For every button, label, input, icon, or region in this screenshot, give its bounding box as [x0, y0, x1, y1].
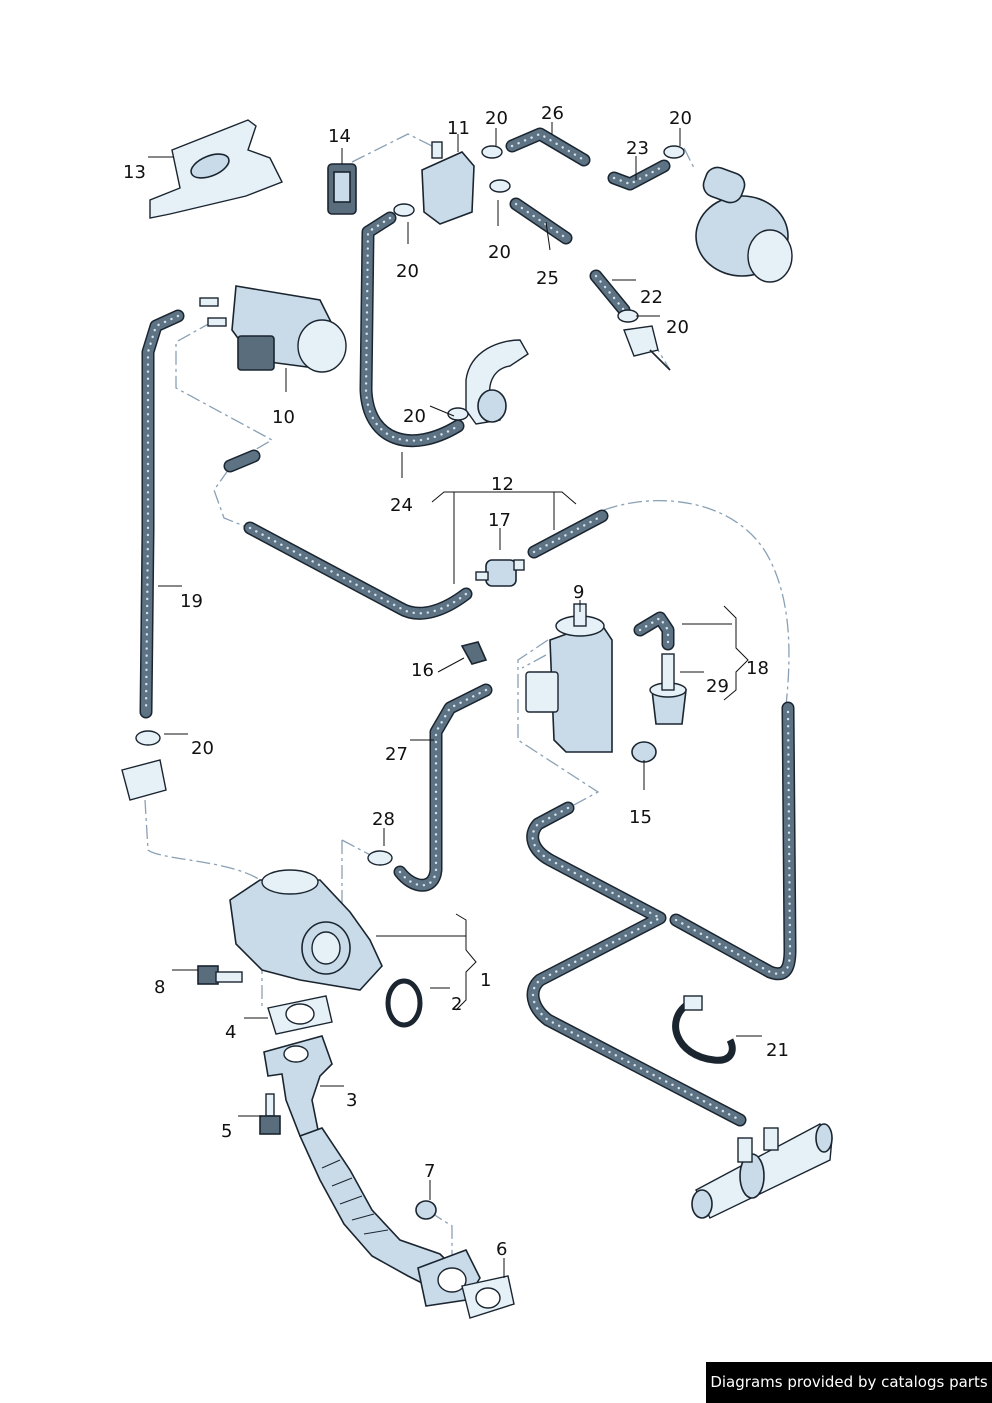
- hose-19: [139, 309, 185, 719]
- vacuum-pump: [695, 166, 793, 283]
- hose-main-loop: [526, 701, 797, 1127]
- callout-20-f: 20: [403, 406, 426, 427]
- callout-22: 22: [640, 287, 663, 308]
- hose-24: [359, 211, 465, 448]
- callout-24: 24: [390, 495, 413, 516]
- pressure-converter-9: [525, 603, 613, 753]
- callout-20-d: 20: [488, 242, 511, 263]
- callout-12: 12: [491, 474, 514, 495]
- callout-16: 16: [411, 660, 434, 681]
- valve-10: [199, 285, 347, 373]
- flange-6: [417, 1248, 515, 1319]
- solenoid-valve-11: [421, 151, 475, 225]
- callout-7: 7: [424, 1161, 435, 1182]
- t-connector: [691, 1123, 833, 1219]
- bolt-8: [197, 965, 243, 985]
- check-valve-17: [475, 559, 525, 587]
- callout-9: 9: [573, 582, 584, 603]
- callout-23: 23: [626, 138, 649, 159]
- hose-22: [589, 269, 631, 317]
- callout-29: 29: [706, 676, 729, 697]
- callout-28: 28: [372, 809, 395, 830]
- callout-8: 8: [154, 977, 165, 998]
- callout-5: 5: [221, 1121, 232, 1142]
- callout-20-g: 20: [191, 738, 214, 759]
- callout-21: 21: [766, 1040, 789, 1061]
- hose-12: [243, 509, 609, 620]
- callout-20-a: 20: [485, 108, 508, 129]
- hoses: [139, 127, 797, 1127]
- hose-short-left: [223, 449, 261, 473]
- callout-labels: 1 2 3 4 5 6 7 8 9 10 11 12 13 14 15 16 1…: [123, 103, 789, 1260]
- callout-3: 3: [346, 1090, 357, 1111]
- callout-14: 14: [328, 126, 351, 147]
- sensor-29: [649, 653, 687, 725]
- credit-banner: Diagrams provided by catalogs parts: [706, 1362, 992, 1403]
- callout-11: 11: [447, 118, 470, 139]
- callout-17: 17: [488, 510, 511, 531]
- callout-13: 13: [123, 162, 146, 183]
- callout-19: 19: [180, 591, 203, 612]
- nut-15: [631, 741, 657, 763]
- parts: [121, 119, 833, 1319]
- seal-ring-2: [385, 978, 423, 1028]
- callout-2: 2: [451, 994, 462, 1015]
- callout-6: 6: [496, 1239, 507, 1260]
- callout-27: 27: [385, 744, 408, 765]
- callout-18: 18: [746, 658, 769, 679]
- callout-1: 1: [480, 970, 491, 991]
- callout-25: 25: [536, 268, 559, 289]
- hose-18: [633, 611, 675, 651]
- bolt-5: [259, 1093, 281, 1135]
- callout-20-e: 20: [666, 317, 689, 338]
- callout-26: 26: [541, 103, 564, 124]
- intake-elbow: [465, 339, 529, 425]
- hose-23: [607, 159, 671, 191]
- callout-10: 10: [272, 407, 295, 428]
- callout-20-c: 20: [396, 261, 419, 282]
- hose-25: [509, 197, 573, 245]
- hose-26: [505, 127, 591, 167]
- callout-4: 4: [225, 1022, 236, 1043]
- callout-15: 15: [629, 807, 652, 828]
- hose-clamp-21: [672, 1001, 736, 1064]
- callout-20-b: 20: [669, 108, 692, 129]
- egr-valve-1: [229, 869, 383, 991]
- leader-lines: [148, 122, 762, 1278]
- nut-7: [415, 1200, 437, 1220]
- filter-bottom-left: [121, 759, 167, 801]
- sensor-16: [460, 641, 488, 665]
- hose-27: [393, 683, 493, 892]
